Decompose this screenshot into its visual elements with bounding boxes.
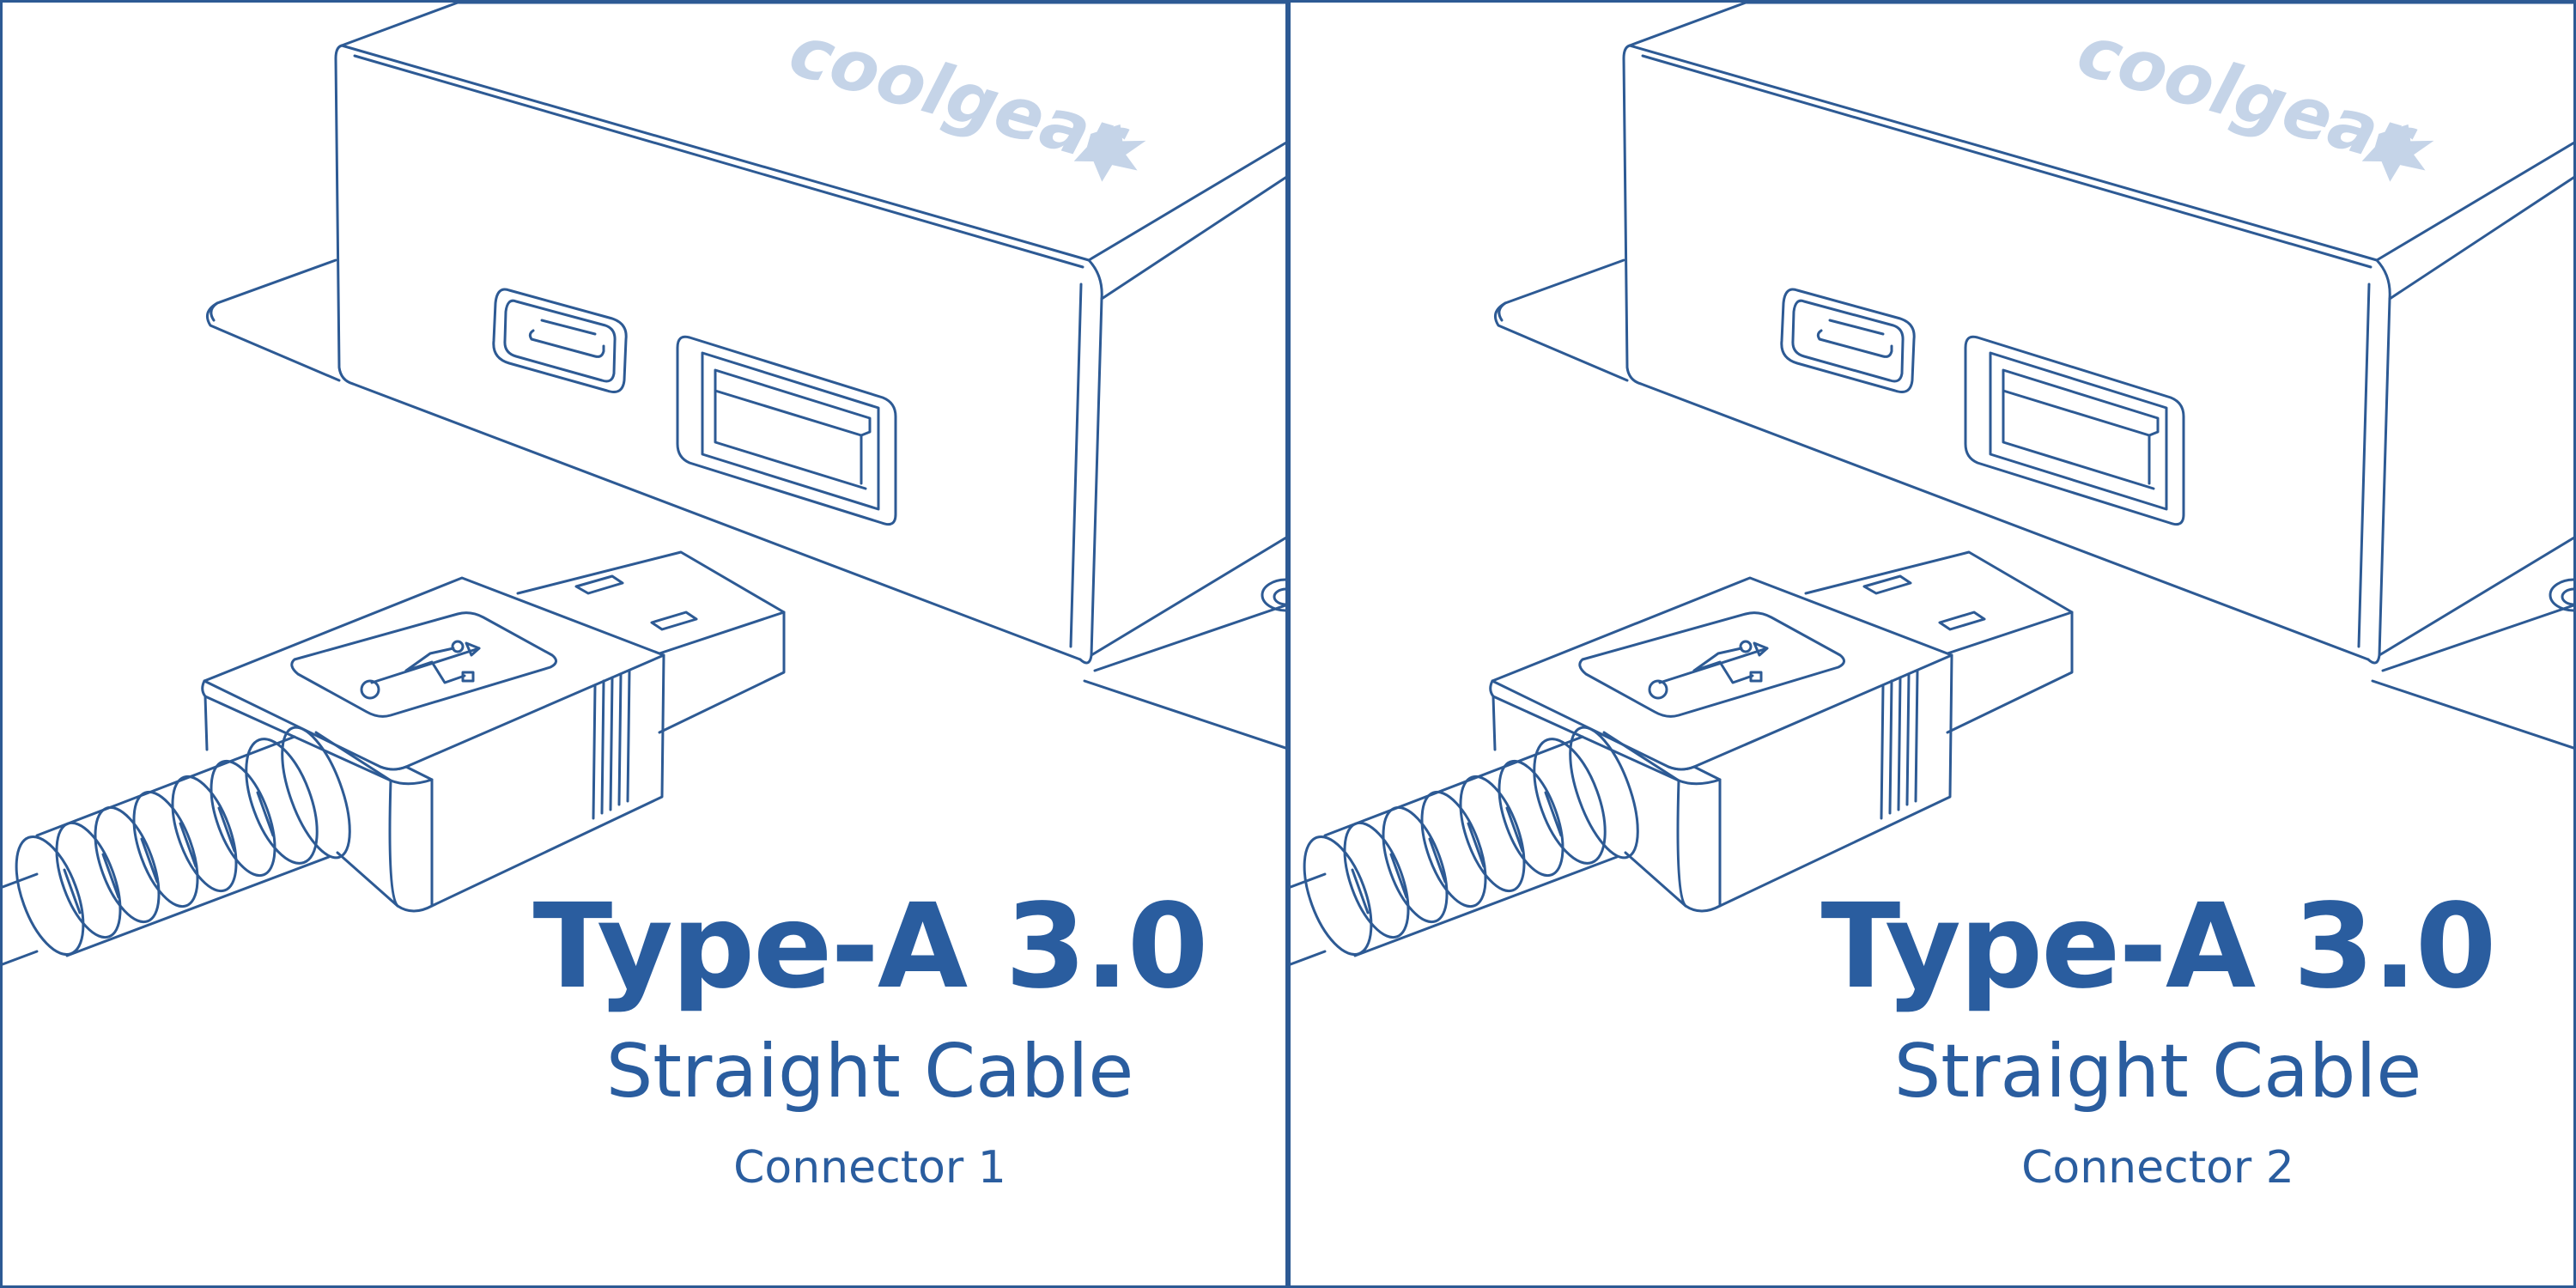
usb-a-plug-icon	[201, 550, 786, 913]
usb-trident-icon	[1648, 640, 1769, 700]
product-subtitle: Straight Cable	[605, 1029, 1134, 1115]
product-subtitle: Straight Cable	[1893, 1029, 2422, 1115]
panel-connector-1: coolgear	[0, 0, 1288, 1288]
cable-strain-relief-icon	[1291, 726, 1687, 966]
usb-a-plug-icon	[1489, 550, 2074, 913]
usb-c-port-icon	[1780, 288, 1916, 393]
product-title: Type-A 3.0	[1820, 879, 2497, 1015]
connector-label: Connector 2	[2021, 1142, 2294, 1194]
usb-a-port-icon	[676, 335, 897, 526]
panel-connector-2: coolgear	[1288, 0, 2576, 1288]
usb-c-port-icon	[492, 288, 628, 393]
usb-hub-illustration: coolgear	[1291, 3, 2573, 966]
connector-label: Connector 1	[733, 1142, 1006, 1194]
cable-strain-relief-icon	[3, 726, 399, 966]
usb-a-port-icon	[1964, 335, 2185, 526]
usb-hub-illustration: coolgear	[3, 3, 1285, 966]
product-title: Type-A 3.0	[532, 879, 1209, 1015]
usb-trident-icon	[360, 640, 481, 700]
